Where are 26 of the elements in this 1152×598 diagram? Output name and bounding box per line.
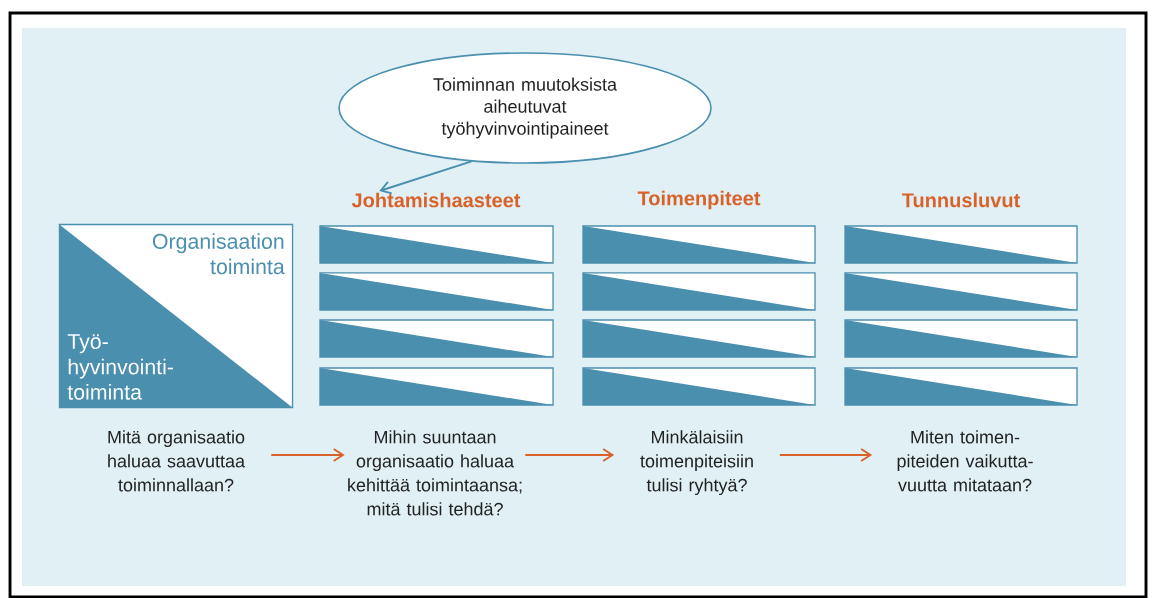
wedge-bar	[582, 225, 816, 264]
wedge-bar	[844, 319, 1078, 358]
square-label: Työ- hyvinvointi- toiminta	[67, 334, 173, 400]
speech-bubble: Toiminnan muutoksista aiheutuvat työhyvinvointipaineet	[338, 52, 712, 164]
wedge-bar	[844, 225, 1078, 264]
wedge-bar	[582, 319, 816, 358]
square-label: Organisaation toiminta	[152, 233, 285, 275]
arrow	[270, 448, 345, 462]
arrow	[524, 448, 615, 462]
arrow	[778, 448, 873, 462]
wedge-bar	[844, 272, 1078, 311]
question-text: Miten toimen- piteiden vaikutta- vuutta mitataan?	[897, 430, 1033, 492]
wedge-bar	[319, 367, 554, 406]
question-text: Mitä organisaatio haluaa saavuttaa toiminnallaan?	[108, 430, 246, 492]
wedge-bar	[319, 272, 554, 311]
column-heading: Tunnusluvut	[902, 192, 1021, 208]
wedge-bar	[319, 225, 554, 264]
wedge-bar	[319, 319, 554, 358]
column-heading: Toimenpiteet	[637, 190, 761, 210]
column-heading: Johtamishaasteet	[351, 192, 521, 208]
wedge-bar	[582, 367, 816, 406]
question-text: Mihin suuntaan organisaatio haluaa kehittää toimintaansa; mitä tulisi tehdä?	[348, 430, 522, 516]
wedge-bar	[844, 367, 1078, 406]
wedge-bar	[582, 272, 816, 311]
question-text: Minkälaisiin toimenpiteisiin tulisi ryhtyä?	[640, 430, 753, 496]
arrow	[379, 160, 473, 195]
